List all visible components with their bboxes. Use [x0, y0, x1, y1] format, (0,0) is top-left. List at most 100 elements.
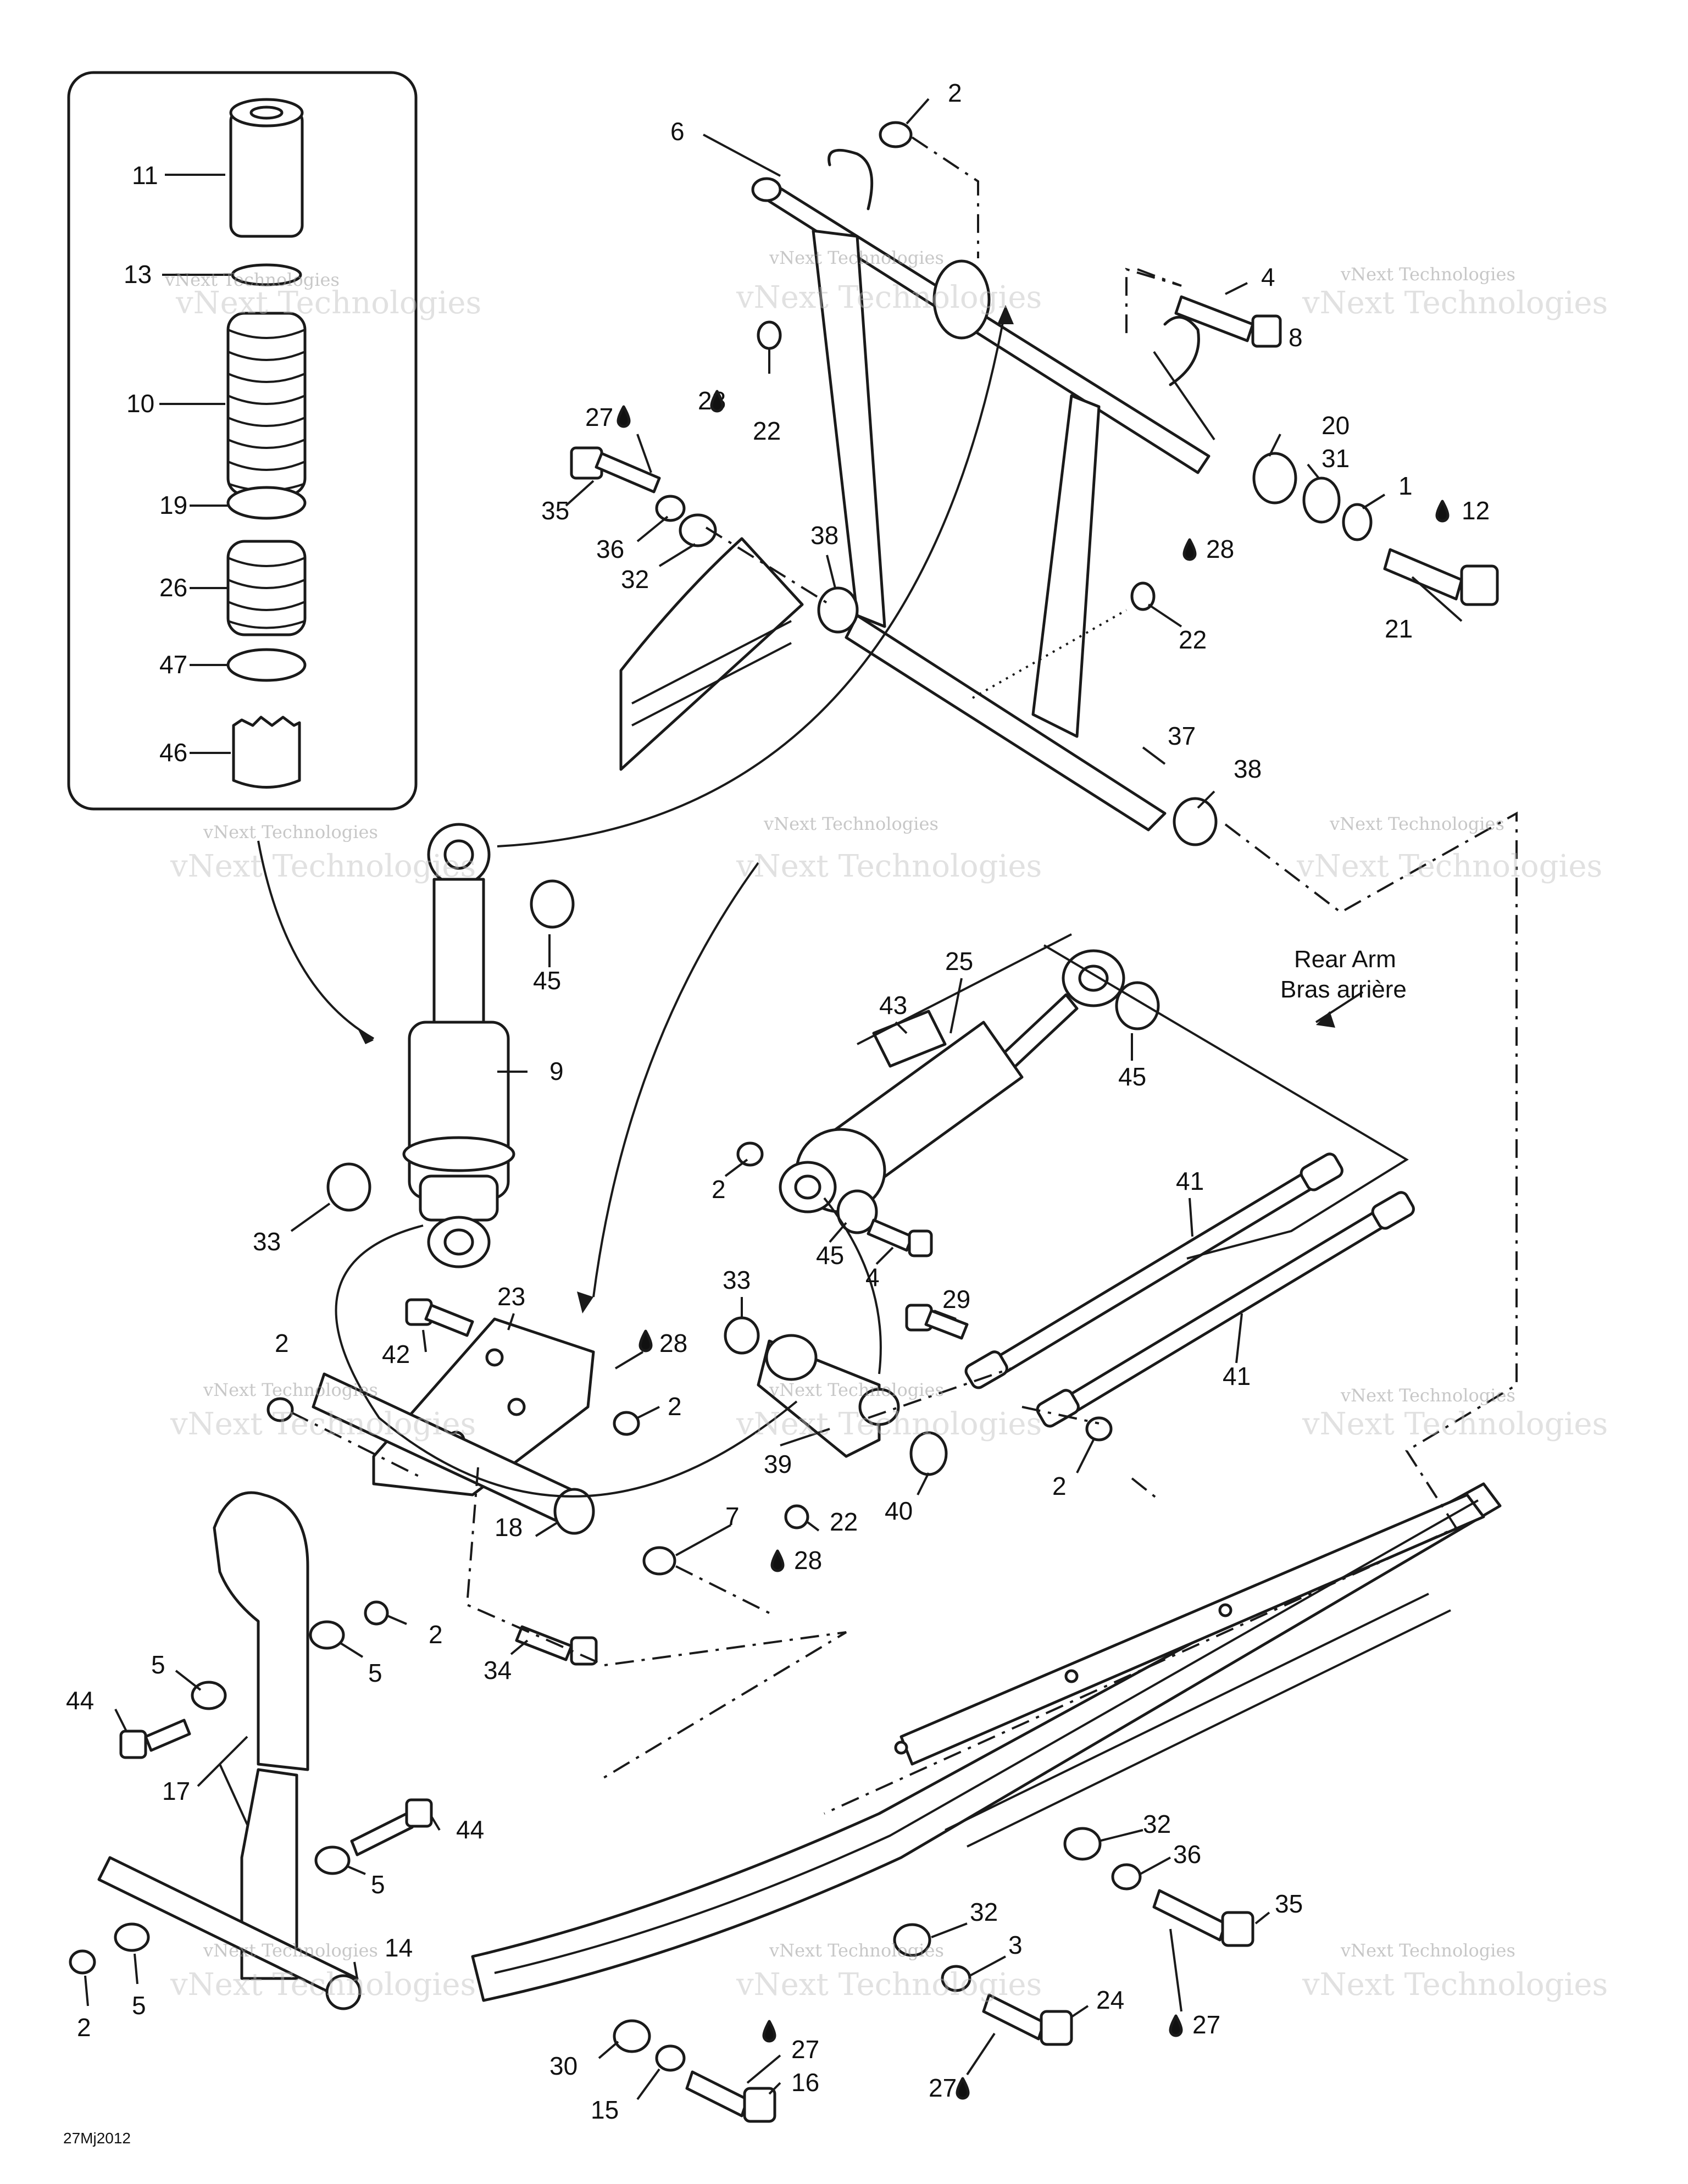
watermark-text: vNext Technologies [203, 1379, 378, 1400]
drop-icon [956, 2077, 970, 2100]
callout-label: 43 [879, 991, 907, 1019]
callout-label: 22 [1179, 625, 1207, 654]
watermark-text: vNext Technologies [736, 849, 1042, 884]
part-bolt-35-top [570, 446, 661, 494]
callout-label: 35 [541, 496, 569, 525]
connector-lines [257, 136, 1518, 1815]
drop-icon [710, 390, 724, 413]
callout-label: 44 [456, 1815, 484, 1844]
callout-label: 37 [1168, 722, 1196, 750]
part-nut-2-top [879, 121, 913, 148]
drop-icon [1435, 500, 1450, 523]
part-bolt-29 [905, 1304, 969, 1340]
callout-label: 5 [371, 1870, 385, 1899]
callout-label: 2 [77, 2013, 91, 2042]
callout-label: 27 [791, 2035, 819, 2064]
watermark-text: vNext Technologies [1302, 1406, 1608, 1442]
callout-label: 26 [159, 573, 187, 602]
part-washer-31 [1302, 476, 1341, 524]
part-collar-47 [226, 648, 307, 682]
watermark-text: vNext Technologies [769, 247, 944, 268]
part-shock-absorber-9 [402, 823, 515, 1268]
callout-label: 35 [1275, 1889, 1303, 1918]
callout-label: 28 [659, 1329, 687, 1357]
rear-arm-label-en: Rear Arm [1294, 946, 1396, 973]
callout-label: 23 [497, 1282, 525, 1311]
callout-label: 44 [66, 1686, 94, 1715]
part-spindle-14 [325, 1974, 362, 2010]
part-washer-1 [1342, 503, 1373, 541]
callout-label: 32 [1143, 1810, 1171, 1838]
watermark-text: vNext Technologies [736, 1967, 1042, 2003]
callout-label: 9 [549, 1057, 564, 1085]
callout-label: 33 [723, 1266, 751, 1294]
callout-leaders [84, 98, 1463, 2100]
callout-label: 7 [725, 1502, 740, 1531]
part-bushing-38-top [817, 586, 859, 634]
callout-label: 29 [942, 1285, 970, 1313]
callout-label: 45 [1118, 1062, 1146, 1091]
callout-label: 30 [549, 2052, 578, 2080]
drop-icons [617, 390, 1450, 2100]
callout-label: 22 [830, 1507, 858, 1536]
part-washer-36-b [1111, 1863, 1142, 1891]
callout-label: 20 [1321, 411, 1350, 440]
callout-label: 39 [764, 1450, 792, 1478]
part-bolt-16 [685, 2070, 776, 2123]
callout-label: 42 [382, 1340, 410, 1368]
callout-label: 14 [385, 1933, 413, 1962]
watermark-text: vNext Technologies [203, 822, 378, 842]
callout-label: 11 [132, 161, 158, 190]
callout-label: 34 [484, 1656, 512, 1684]
callout-label: 27 [585, 403, 613, 431]
callout-label: 19 [159, 491, 187, 519]
spring-kit-inset [67, 71, 418, 811]
watermark-text: vNext Technologies [736, 1406, 1042, 1442]
watermark-text: vNext Technologies [164, 269, 340, 290]
callout-label: 17 [162, 1777, 190, 1805]
callout-label: 5 [132, 1991, 146, 2020]
callout-label: 16 [791, 2068, 819, 2097]
watermark-text: vNext Technologies [763, 813, 939, 834]
part-washer-3 [941, 1965, 971, 1992]
part-cover-43 [872, 1010, 947, 1068]
part-washer-32-top [679, 513, 717, 547]
callout-label: 8 [1289, 323, 1303, 352]
part-bolt-34 [515, 1625, 598, 1666]
part-bushing-45-c [836, 1189, 878, 1234]
part-bushing-38-bottom [1173, 797, 1218, 846]
callout-label: 1 [1398, 472, 1413, 500]
part-bolt-44-b [350, 1798, 433, 1856]
watermark-text: vNext Technologies [1340, 1940, 1515, 1961]
part-washer-5-d [114, 1922, 150, 1952]
part-nut-2-f [364, 1600, 389, 1626]
watermark-text: vNext Technologies [1302, 285, 1608, 321]
part-bushing-45-b [1115, 981, 1160, 1030]
callout-numbers: 2 6 4 8 20 31 1 12 21 28 22 27 35 36 32 … [66, 79, 1490, 2124]
part-rod-41-b [1036, 1191, 1415, 1428]
callout-label: 25 [945, 947, 973, 975]
drop-icon [1182, 538, 1197, 561]
callout-label: 4 [1261, 263, 1275, 291]
callout-label: 5 [368, 1659, 382, 1687]
callout-label: 28 [794, 1546, 822, 1575]
part-nut-2-c [613, 1411, 640, 1436]
part-washer-5-a [309, 1620, 345, 1650]
part-washer-32-c [893, 1923, 931, 1957]
part-bushing-33-a [326, 1162, 371, 1212]
callout-label: 18 [495, 1513, 523, 1542]
part-grease-fitting-22c [784, 1504, 809, 1529]
part-bolt-4-top [1174, 295, 1282, 348]
watermark-text: vNext Technologies [170, 849, 476, 884]
watermark-text: vNext Technologies [1329, 813, 1504, 834]
callout-label: 36 [596, 535, 624, 563]
callout-label: 45 [533, 966, 561, 995]
part-bolt-21 [1383, 548, 1499, 606]
watermark-text: vNext Technologies [1340, 264, 1515, 285]
drop-icon [762, 2020, 776, 2043]
part-spring-10 [226, 312, 307, 496]
callout-label: 10 [126, 389, 154, 418]
watermark-text: vNext Technologies [170, 1406, 476, 1442]
front-arm-assembly [619, 148, 1211, 832]
